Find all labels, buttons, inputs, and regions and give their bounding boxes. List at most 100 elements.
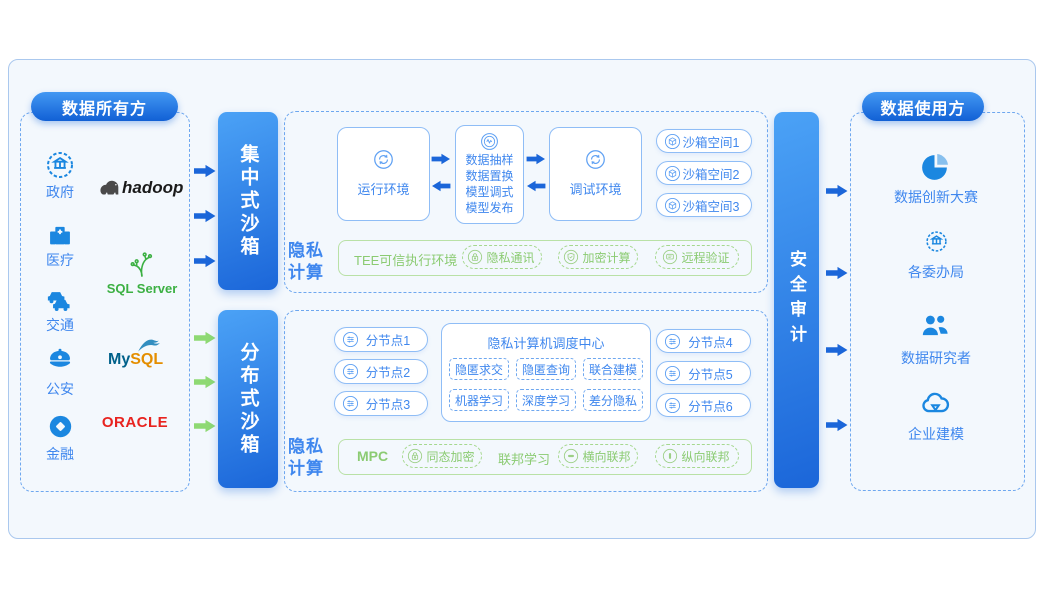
- message-icon: [662, 249, 678, 265]
- runtime-env-box: 运行环境: [337, 127, 430, 221]
- debug-env-box: 调试环境: [549, 127, 642, 221]
- sub-node-label: 分节点5: [688, 367, 733, 382]
- sliders-icon: [664, 365, 681, 382]
- arrow-right-green-icon: [194, 375, 216, 389]
- sub-node-label: 分节点4: [688, 335, 733, 350]
- hadoop-elephant-icon: [98, 177, 124, 199]
- sliders-icon: [342, 331, 359, 348]
- sandbox-space-label: 沙箱空间1: [682, 135, 740, 150]
- refresh-icon: [373, 149, 394, 170]
- mpc-chip-homomorphic: 同态加密: [402, 444, 482, 468]
- cube-icon: [664, 165, 681, 182]
- police-hat-icon: [45, 344, 75, 374]
- user-item-label: 各委办局: [908, 264, 964, 280]
- pipeline-step: 数据抽样: [465, 153, 514, 167]
- scheduler-chip-deep-learning: 深度学习: [516, 389, 576, 411]
- data-owner-title: 数据所有方: [61, 100, 147, 118]
- pulse-icon: [480, 132, 499, 151]
- model-pipeline-box: 数据抽样 数据置换 模型调式 模型发布: [455, 125, 524, 224]
- federated-learning-label: 联邦学习: [498, 452, 551, 467]
- sub-node-1: 分节点1: [334, 327, 428, 352]
- arrow-right-blue-icon: [431, 153, 451, 165]
- lock-icon: [467, 249, 483, 265]
- arrow-right-green-icon: [194, 331, 216, 345]
- distributed-sandbox-label: 分布式沙箱: [237, 341, 259, 457]
- arrow-left-blue-icon: [431, 180, 451, 192]
- mpc-chip-label: 横向联邦: [582, 449, 631, 464]
- sandbox-space-label: 沙箱空间2: [682, 167, 740, 182]
- sandbox-space-label: 沙箱空间3: [682, 199, 740, 214]
- tee-chip-privacy-comm: 隐私通讯: [462, 245, 542, 269]
- pipeline-step: 模型调式: [465, 185, 514, 199]
- government-icon: [44, 149, 76, 181]
- arrow-right-blue-icon: [194, 254, 216, 268]
- mpc-chip-label: 纵向联邦: [681, 449, 730, 464]
- scheduler-chip-label: 联合建模: [588, 362, 637, 377]
- data-user-title: 数据使用方: [880, 100, 966, 118]
- sub-node-6: 分节点6: [656, 393, 751, 417]
- cube-icon: [664, 133, 681, 150]
- pie-chart-icon: [918, 151, 951, 184]
- arrow-right-blue-icon: [826, 266, 848, 280]
- scheduler-chip-machine-learning: 机器学习: [449, 389, 509, 411]
- tee-chip-encrypted-compute: 加密计算: [558, 245, 638, 269]
- security-audit-bar: 安全审计: [774, 112, 819, 488]
- tee-chip-label: 隐私通讯: [486, 250, 535, 265]
- user-item-label: 企业建模: [908, 426, 964, 442]
- mpc-bar: [338, 439, 752, 475]
- mpc-label: MPC: [357, 448, 389, 464]
- tee-chip-label: 远程验证: [681, 250, 730, 265]
- centralized-container: [284, 111, 768, 293]
- privacy-computing-label-bottom: 隐私计算: [288, 437, 324, 478]
- traffic-cars-icon: [44, 285, 75, 316]
- sub-node-label: 分节点3: [365, 398, 411, 412]
- hadoop-logo-text: hadoop: [122, 178, 184, 197]
- finance-coin-icon: [47, 413, 74, 440]
- scheduler-chip-differential-privacy: 差分隐私: [583, 389, 643, 411]
- sub-node-4: 分节点4: [656, 329, 751, 353]
- tee-environment-bar: [338, 240, 752, 276]
- sub-node-5: 分节点5: [656, 361, 751, 385]
- arrow-right-blue-icon: [826, 418, 848, 432]
- scheduler-chip-label: 隐匿查询: [521, 362, 570, 377]
- scheduler-chip-joint-modeling: 联合建模: [583, 358, 643, 380]
- hadoop-logo: hadoop: [98, 177, 183, 199]
- scheduler-chip-label: 差分隐私: [588, 393, 637, 408]
- sandbox-space-2: 沙箱空间2: [656, 161, 752, 185]
- arrow-right-blue-icon: [194, 164, 216, 178]
- tee-chip-remote-verify: 远程验证: [655, 245, 739, 269]
- scheduler-chip-psi: 隐匿求交: [449, 358, 509, 380]
- scheduler-title: 隐私计算机调度中心: [487, 336, 605, 351]
- mysql-my-text: My: [108, 351, 131, 368]
- arrow-right-blue-icon: [826, 343, 848, 357]
- bureau-emblem-icon: [924, 229, 949, 254]
- user-item-label: 数据研究者: [901, 350, 971, 366]
- lock-icon: [407, 448, 423, 464]
- centralized-sandbox-bar: 集中式沙箱: [218, 112, 278, 290]
- mpc-chip-label: 同态加密: [426, 449, 475, 464]
- scheduler-chip-label: 机器学习: [454, 393, 503, 408]
- mysql-sql-text: SQL: [130, 351, 164, 368]
- privacy-computing-label-top: 隐私计算: [288, 241, 324, 282]
- pipeline-step: 模型发布: [465, 201, 514, 215]
- data-user-header: 数据使用方: [862, 92, 984, 121]
- user-item-label: 数据创新大赛: [894, 189, 978, 205]
- sandbox-space-3: 沙箱空间3: [656, 193, 752, 217]
- cloud-modeling-icon: [919, 387, 952, 420]
- sliders-icon: [342, 395, 359, 412]
- horizontal-bar-icon: [563, 448, 579, 464]
- scheduler-box: 隐私计算机调度中心 隐匿求交 隐匿查询 联合建模 机器学习 深度学习 差分隐私: [441, 323, 651, 422]
- owner-item-label: 金融: [46, 446, 74, 462]
- sub-node-label: 分节点1: [365, 334, 411, 348]
- owner-item-label: 政府: [46, 184, 74, 200]
- scheduler-chip-pir: 隐匿查询: [516, 358, 576, 380]
- arrow-right-green-icon: [194, 419, 216, 433]
- arrow-left-blue-icon: [526, 180, 546, 192]
- sub-node-3: 分节点3: [334, 391, 428, 416]
- sub-node-label: 分节点6: [688, 399, 733, 414]
- oracle-logo-text: ORACLE: [101, 414, 169, 431]
- mysql-logo-text: MySQL: [108, 351, 163, 369]
- sandbox-space-1: 沙箱空间1: [656, 129, 752, 153]
- security-audit-label: 安全审计: [787, 250, 806, 350]
